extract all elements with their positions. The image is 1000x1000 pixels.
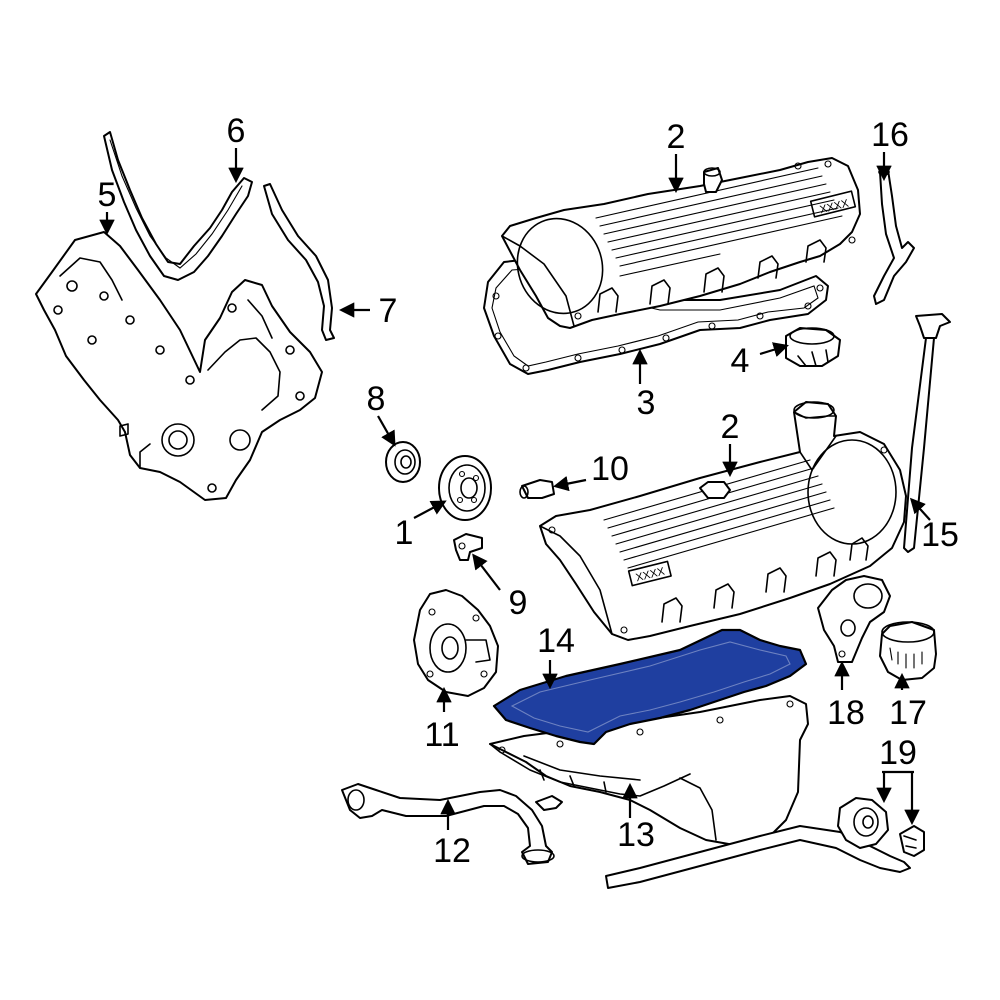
timing-cover-gasket[interactable] bbox=[103, 131, 253, 281]
callout-8: 8 bbox=[367, 380, 386, 418]
callout-16: 16 bbox=[871, 116, 909, 154]
oil-pan-gasket[interactable] bbox=[492, 628, 808, 746]
callout-11: 11 bbox=[424, 716, 459, 754]
timing-cover[interactable] bbox=[35, 231, 323, 501]
crankshaft-position-sensor[interactable] bbox=[453, 533, 483, 561]
oil-filter[interactable] bbox=[879, 621, 937, 681]
leader-lines bbox=[99, 148, 931, 830]
callout-2-upper: 2 bbox=[667, 118, 686, 156]
callout-13: 13 bbox=[617, 816, 655, 854]
callout-4: 4 bbox=[731, 342, 750, 380]
crankshaft-seal[interactable] bbox=[385, 441, 421, 483]
pcv-hose[interactable] bbox=[873, 168, 915, 305]
oil-pump[interactable] bbox=[413, 589, 499, 697]
callout-19: 19 bbox=[879, 734, 917, 772]
callout-14: 14 bbox=[537, 622, 575, 660]
callout-12: 12 bbox=[433, 832, 471, 870]
callout-18: 18 bbox=[827, 694, 865, 732]
callout-15: 15 bbox=[921, 516, 959, 554]
callout-6: 6 bbox=[227, 112, 246, 150]
timing-gasket-strip[interactable] bbox=[263, 183, 335, 341]
callout-1: 1 bbox=[395, 514, 414, 552]
callout-10: 10 bbox=[591, 450, 629, 488]
crankshaft-pulley[interactable] bbox=[438, 455, 492, 521]
callout-9: 9 bbox=[509, 584, 528, 622]
callout-5: 5 bbox=[98, 176, 117, 214]
callout-labels: 5 6 7 8 2 16 3 4 1 2 10 9 15 14 11 18 17… bbox=[98, 112, 959, 870]
valve-cover-lower[interactable]: XXXX bbox=[539, 401, 907, 641]
oil-level-sensor[interactable] bbox=[605, 797, 925, 889]
callout-17: 17 bbox=[889, 694, 927, 732]
callout-3: 3 bbox=[637, 384, 656, 422]
callout-7: 7 bbox=[379, 292, 398, 330]
oil-filter-adapter[interactable] bbox=[817, 575, 891, 663]
camshaft-position-sensor[interactable] bbox=[519, 479, 555, 499]
valve-cover-upper[interactable]: XXXX bbox=[501, 157, 861, 329]
callout-2-lower: 2 bbox=[721, 408, 740, 446]
oil-filler-cap[interactable] bbox=[785, 327, 841, 367]
oil-pickup-tube[interactable] bbox=[341, 783, 563, 865]
